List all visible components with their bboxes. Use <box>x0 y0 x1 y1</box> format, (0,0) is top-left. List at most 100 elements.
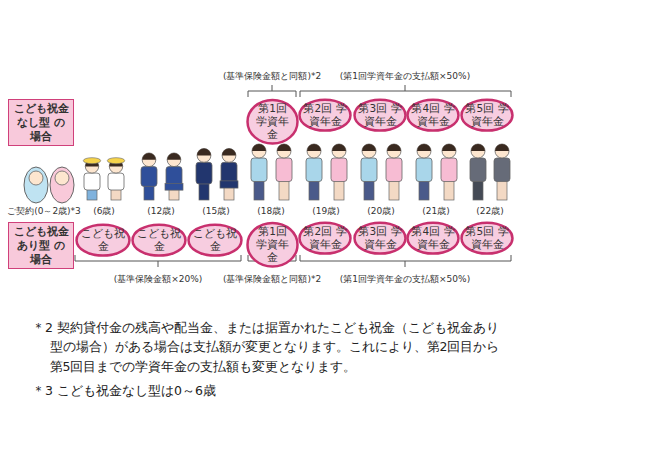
figure-part <box>361 158 377 182</box>
age-label: (21歳) <box>421 205 450 218</box>
child-figure <box>83 158 100 200</box>
oval-shape <box>462 100 513 131</box>
figure-part <box>307 144 321 151</box>
figure-part <box>494 158 510 182</box>
figure-part <box>470 158 486 182</box>
figure-part <box>196 162 212 184</box>
figure-part <box>416 158 432 182</box>
age-label: ご契約(0～2歳)*3 <box>6 205 82 218</box>
oval-shape <box>133 225 186 256</box>
figure-part <box>50 167 74 203</box>
figure-part <box>29 171 43 185</box>
footnote: ＊2 契約貸付金の残高や配当金、または据置かれたこども祝金（こども祝金あり型の場… <box>32 318 500 376</box>
figure-part <box>165 184 183 191</box>
oval-shape <box>189 225 242 256</box>
node-text: 第4回 学資年金 <box>411 225 455 251</box>
baby-figure <box>50 167 74 203</box>
plan-type-box: こども祝金なし型 の場合 <box>8 99 74 146</box>
payout-oval: 第3回 学資年金 <box>354 99 406 131</box>
figure-part <box>222 148 236 162</box>
node-text: 第4回 学資年金 <box>411 102 455 128</box>
figure-part <box>107 158 124 164</box>
figure-part <box>362 144 376 158</box>
figure-part <box>441 158 457 182</box>
child-figure <box>386 144 402 200</box>
figure-part <box>306 158 322 182</box>
age-label: (20歳) <box>366 205 395 218</box>
figure-part <box>332 144 346 158</box>
oval-shape <box>408 100 459 131</box>
payout-oval: 第2回 学資年金 <box>299 222 351 254</box>
payout-oval: 第2回 学資年金 <box>299 99 351 131</box>
child-figure <box>141 153 157 200</box>
payout-oval: こども祝金 <box>188 224 242 256</box>
figure-part <box>442 144 456 158</box>
node-text: 第3回 学資年金 <box>358 225 402 251</box>
amount-label: (第1回学資年金の支払額×50%) <box>339 273 471 286</box>
child-figure <box>107 158 124 200</box>
node-text: 第5回 学資年金 <box>465 102 509 128</box>
age-label: (12歳) <box>146 205 175 218</box>
figure-part <box>417 144 431 151</box>
payout-oval: 第3回 学資年金 <box>354 222 406 254</box>
amount-label: (基準保険金額と同額)*2 <box>222 70 322 83</box>
bracket <box>300 255 511 267</box>
oval-shape <box>300 100 351 131</box>
figure-part <box>220 181 238 188</box>
figure-part <box>362 144 376 151</box>
figure-part <box>108 173 124 190</box>
figure-part <box>252 144 266 158</box>
footnote: ＊3 こども祝金なし型は0～6歳 <box>32 381 500 400</box>
figure-part <box>386 158 402 182</box>
payout-oval: 第4回 学資年金 <box>407 222 459 254</box>
age-label: (6歳) <box>92 205 116 218</box>
node-text: 第1回 学資年金 <box>251 102 294 141</box>
amount-label: (基準保険金額×20%) <box>113 273 204 286</box>
child-figure <box>441 144 457 200</box>
figure-part <box>471 144 485 151</box>
payout-oval: 第1回 学資年金 <box>247 222 298 267</box>
figure-part <box>83 158 100 164</box>
age-label: (19歳) <box>311 205 340 218</box>
figure-part <box>55 171 69 185</box>
figure-part <box>197 148 211 162</box>
figure-part <box>142 153 156 160</box>
payout-oval: 第1回 学資年金 <box>247 99 298 144</box>
node-text: こども祝金 <box>80 227 126 253</box>
figure-part <box>276 158 292 182</box>
figure-part <box>417 144 431 158</box>
amount-label: (第1回学資年金の支払額×50%) <box>339 70 471 83</box>
node-text: 第5回 学資年金 <box>465 225 509 251</box>
figure-part <box>387 144 401 151</box>
age-label: (22歳) <box>475 205 504 218</box>
figure-part <box>277 144 291 151</box>
oval-shape <box>408 223 459 254</box>
oval-shape <box>77 225 130 256</box>
bracket <box>300 85 511 97</box>
figure-part <box>84 173 100 190</box>
figure-part <box>197 148 211 155</box>
child-figure <box>220 148 238 200</box>
child-figure <box>416 144 432 200</box>
child-figure <box>331 144 347 200</box>
figure-part <box>495 144 509 151</box>
plan-type-box: こども祝金あり型 の場合 <box>8 222 74 269</box>
age-label: (18歳) <box>256 205 285 218</box>
oval-shape <box>462 223 513 254</box>
oval-shape <box>248 223 298 267</box>
child-figure <box>251 144 267 200</box>
figure-part <box>167 153 181 160</box>
node-text: 第2回 学資年金 <box>303 102 347 128</box>
figure-part <box>387 144 401 158</box>
node-text: こども祝金 <box>192 227 238 253</box>
payout-oval: 第5回 学資年金 <box>461 222 513 254</box>
figure-part <box>307 144 321 158</box>
figure-part <box>142 153 156 167</box>
node-text: 第1回 学資年金 <box>251 225 294 264</box>
node-text: こども祝金 <box>136 227 182 253</box>
amount-label: (基準保険金額と同額)*2 <box>222 273 322 286</box>
oval-shape <box>355 223 406 254</box>
bracket <box>248 85 296 97</box>
node-text: こども祝金なし型 の場合 <box>13 102 69 143</box>
